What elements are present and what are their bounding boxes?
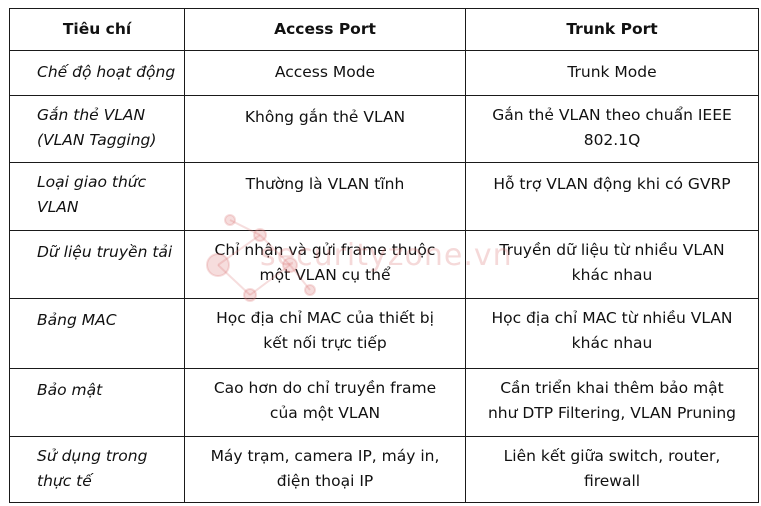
trunk-port-cell: Truyền dữ liệu từ nhiều VLAN khác nhau	[465, 230, 759, 299]
access-port-cell: Access Mode	[184, 50, 466, 96]
trunk-port-cell: Trunk Mode	[465, 50, 759, 96]
access-port-cell: Thường là VLAN tĩnh	[184, 162, 466, 231]
criteria-cell: Bảo mật	[9, 368, 185, 437]
header-criteria: Tiêu chí	[9, 8, 185, 51]
header-trunk-port: Trunk Port	[465, 8, 759, 51]
criteria-cell: Bảng MAC	[9, 298, 185, 369]
access-port-cell: Máy trạm, camera IP, máy in, điện thoại …	[184, 436, 466, 503]
criteria-cell: Sử dụng trong thực tế	[9, 436, 185, 503]
trunk-port-cell: Học địa chỉ MAC từ nhiều VLAN khác nhau	[465, 298, 759, 369]
access-port-cell: Học địa chỉ MAC của thiết bị kết nối trự…	[184, 298, 466, 369]
criteria-cell: Chế độ hoạt động	[9, 50, 185, 96]
trunk-port-cell: Cần triển khai thêm bảo mật như DTP Filt…	[465, 368, 759, 437]
trunk-port-cell: Hỗ trợ VLAN động khi có GVRP	[465, 162, 759, 231]
trunk-port-cell: Liên kết giữa switch, router, firewall	[465, 436, 759, 503]
access-port-cell: Không gắn thẻ VLAN	[184, 95, 466, 163]
criteria-cell: Dữ liệu truyền tải	[9, 230, 185, 299]
trunk-port-cell: Gắn thẻ VLAN theo chuẩn IEEE 802.1Q	[465, 95, 759, 163]
header-access-port: Access Port	[184, 8, 466, 51]
criteria-cell: Loại giao thức VLAN	[9, 162, 185, 231]
criteria-cell: Gắn thẻ VLAN (VLAN Tagging)	[9, 95, 185, 163]
access-port-cell: Cao hơn do chỉ truyền frame của một VLAN	[184, 368, 466, 437]
access-port-cell: Chỉ nhận và gửi frame thuộc một VLAN cụ …	[184, 230, 466, 299]
